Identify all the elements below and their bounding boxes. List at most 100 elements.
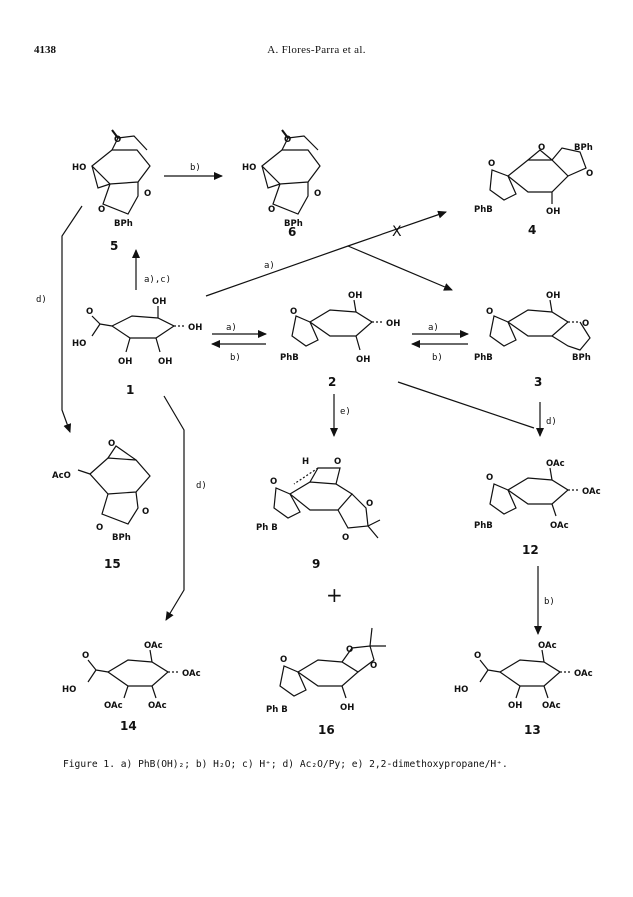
structure-12: [489, 467, 580, 517]
atom-label: HO: [62, 685, 76, 695]
compound-number: 15: [104, 557, 121, 571]
atom-label: OH: [386, 319, 400, 329]
structure-16: [279, 627, 386, 699]
atom-label: OAc: [574, 669, 593, 679]
structure-9: [273, 467, 381, 539]
atom-label: OAc: [550, 521, 569, 531]
atom-label: OH: [152, 297, 166, 307]
condition-3-to-2: b): [432, 353, 443, 363]
condition-5-to-15: d): [36, 295, 47, 305]
atom-label: O: [582, 319, 589, 329]
atom-label: O: [314, 189, 321, 199]
atom-label: O: [346, 645, 353, 655]
atom-label: O: [86, 307, 93, 317]
atom-label: OH: [158, 357, 172, 367]
atom-label: PhB: [474, 353, 493, 363]
condition-1-to-14: d): [196, 481, 207, 491]
structure-3: [489, 299, 591, 351]
arrow-1-to-4-blocked: [205, 210, 447, 297]
arrow-1-to-3: [347, 245, 453, 291]
arrow-1-to-14: [163, 395, 185, 621]
atom-label: O: [142, 507, 149, 517]
atom-label: OAc: [148, 701, 167, 711]
running-head: A. Flores-Parra et al.: [267, 44, 366, 56]
atom-label: OH: [188, 323, 202, 333]
atom-label: HO: [454, 685, 468, 695]
atom-label: O: [82, 651, 89, 661]
atom-label: OH: [348, 291, 362, 301]
atom-label: O: [586, 169, 593, 179]
atom-label: O: [334, 457, 341, 467]
atom-label: O: [290, 307, 297, 317]
atom-label: HO: [72, 339, 86, 349]
atom-label: OAc: [104, 701, 123, 711]
atom-label: Ph B: [256, 523, 278, 533]
atom-label: HO: [242, 163, 256, 173]
atom-label: O: [280, 655, 287, 665]
atom-label: O: [370, 661, 377, 671]
condition-2-to-9: e): [340, 407, 351, 417]
atom-label: O: [98, 205, 105, 215]
atom-label: OH: [546, 207, 560, 217]
atom-label: O: [270, 477, 277, 487]
atom-label: H: [302, 457, 309, 467]
arrow-5-to-15: [61, 205, 83, 433]
structure-15: [77, 445, 151, 525]
atom-label: PhB: [474, 521, 493, 531]
structure-5: [91, 129, 151, 215]
atom-label: OAc: [546, 459, 565, 469]
atom-label: O: [96, 523, 103, 533]
atom-label: PhB: [280, 353, 299, 363]
atom-label: O: [268, 205, 275, 215]
atom-label: O: [144, 189, 151, 199]
atom-label: O: [366, 499, 373, 509]
atom-label: O: [486, 307, 493, 317]
condition-1-to-4: a): [264, 261, 275, 271]
line-2-to-12: [397, 381, 535, 429]
compound-number: 3: [534, 375, 542, 389]
atom-label: OH: [118, 357, 132, 367]
atom-label: BPh: [112, 533, 131, 543]
atom-label: BPh: [114, 219, 133, 229]
atom-label: OH: [356, 355, 370, 365]
compound-number: 16: [318, 723, 335, 737]
atom-label: OAc: [144, 641, 163, 651]
compound-number: 4: [528, 223, 536, 237]
atom-label: O: [474, 651, 481, 661]
compound-number: 1: [126, 383, 134, 397]
compound-number: 13: [524, 723, 541, 737]
plus-sign: +: [326, 583, 343, 607]
atom-label: OAc: [542, 701, 561, 711]
atom-label: HO: [72, 163, 86, 173]
structure-4: [489, 147, 587, 204]
atom-label: O: [538, 143, 545, 153]
compound-number: 2: [328, 375, 336, 389]
atom-label: OH: [546, 291, 560, 301]
atom-label: O: [342, 533, 349, 543]
atom-label: O: [488, 159, 495, 169]
condition-1-to-5: a),c): [144, 275, 171, 285]
atom-label: Ph B: [266, 705, 288, 715]
atom-label: BPh: [574, 143, 593, 153]
atom-label: OH: [340, 703, 354, 713]
condition-1-to-2: a): [226, 323, 237, 333]
compound-number: 6: [288, 225, 296, 239]
atom-label: PhB: [474, 205, 493, 215]
atom-label: O: [114, 135, 121, 145]
structure-14: [87, 649, 180, 699]
atom-label: O: [486, 473, 493, 483]
compound-number: 12: [522, 543, 539, 557]
condition-12-to-13: b): [544, 597, 555, 607]
atom-label: OAc: [538, 641, 557, 651]
atom-label: OH: [508, 701, 522, 711]
atom-label: OAc: [582, 487, 601, 497]
condition-3-to-12: d): [546, 417, 557, 427]
compound-number: 14: [120, 719, 137, 733]
compound-number: 5: [110, 239, 118, 253]
structure-6: [261, 129, 321, 215]
structure-13: [479, 649, 572, 699]
blocked-mark: X: [392, 224, 402, 240]
structure-2: [291, 299, 384, 351]
atom-label: OAc: [182, 669, 201, 679]
